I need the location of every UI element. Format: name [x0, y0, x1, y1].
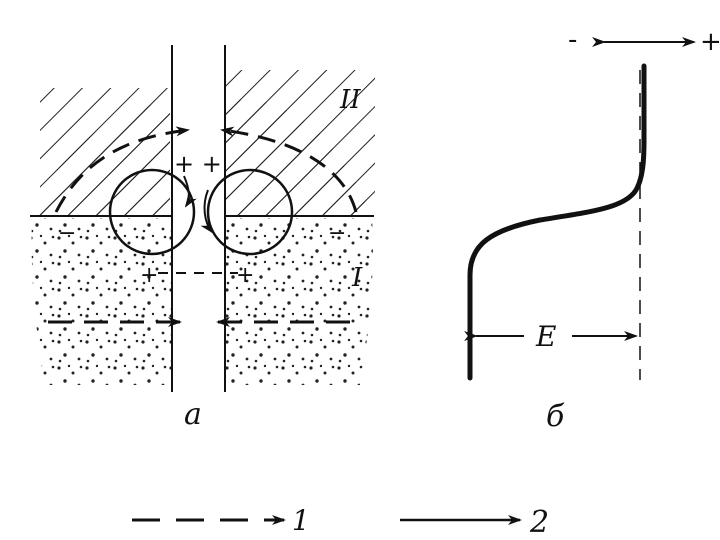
axis-minus-sign: -	[568, 25, 577, 55]
panel-a-label: а	[184, 397, 202, 432]
lower-dotted-region-right	[225, 218, 373, 385]
vortex-right	[206, 168, 294, 256]
vortex-arrow-left	[183, 175, 197, 208]
upper-hatched-region-left-top	[40, 88, 170, 216]
charge-minus-left: −	[58, 221, 76, 246]
profile-curve	[467, 63, 647, 381]
region-label-lower: I	[351, 263, 363, 293]
charge-plus-left: +	[140, 263, 158, 288]
field-label-bg	[524, 318, 572, 354]
charge-plus-right: +	[236, 263, 254, 288]
region-label-upper: II	[339, 85, 361, 115]
field-label: E	[535, 320, 556, 353]
charge-plus-plus: + +	[174, 150, 222, 178]
vortex-left	[108, 168, 196, 256]
legend-label-2: 2	[529, 505, 549, 540]
legend-label-1: 1	[292, 504, 310, 537]
legend: 1 2	[132, 504, 549, 540]
axis-plus-sign: +	[700, 27, 720, 57]
lower-dotted-region-left	[31, 218, 172, 385]
dashed-arc-right	[220, 126, 358, 213]
vortex-arrow	[200, 189, 214, 234]
panel-b-label: б	[546, 399, 565, 434]
upper-hatched-region-right	[225, 70, 375, 216]
charge-minus-right: −	[328, 221, 346, 246]
